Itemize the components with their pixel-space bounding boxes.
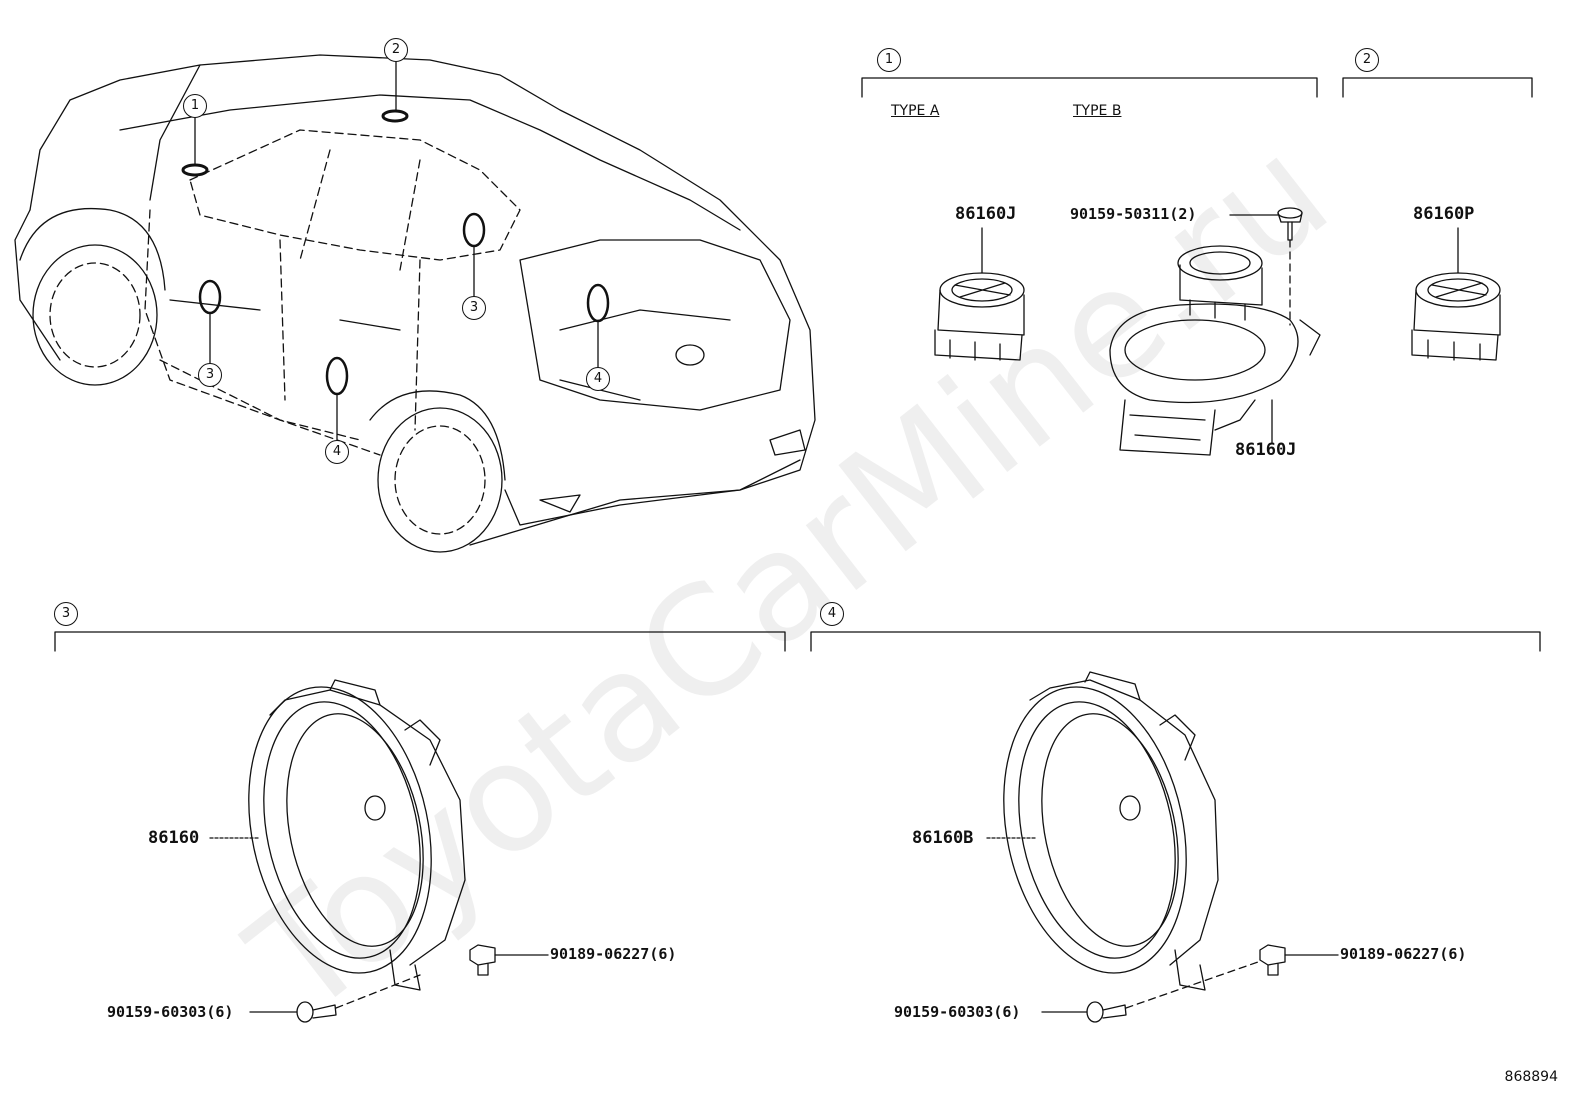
section-callout-2: 2 (1355, 48, 1379, 72)
tweeter-type-b-drawing (1109, 207, 1321, 456)
section-brackets (54, 77, 1541, 652)
part-number-tweeter-type-a: 86160J (955, 204, 1017, 224)
part-number-tweeter-bolt: 90159-50311(2) (1070, 205, 1197, 223)
vehicle-callout-3b: 3 (198, 363, 222, 387)
section-callout-1: 1 (877, 48, 901, 72)
type-a-label: TYPE A (891, 103, 940, 119)
vehicle-callout-4b: 4 (586, 367, 610, 391)
vehicle-illustration (14, 54, 816, 553)
tweeter-rear-drawing (1411, 227, 1501, 361)
section-callout-4: 4 (820, 602, 844, 626)
diagram-reference-number: 868894 (1504, 1069, 1558, 1085)
part-number-rear-screw: 90159-60303(6) (894, 1003, 1021, 1021)
rear-speaker-drawing (986, 671, 1339, 1023)
vehicle-callout-1: 1 (183, 94, 207, 118)
part-number-tweeter-type-b: 86160J (1235, 440, 1297, 460)
part-number-rear-nut: 90189-06227(6) (1340, 945, 1467, 963)
front-speaker-drawing (209, 679, 549, 1023)
vehicle-callout-3a: 3 (462, 296, 486, 320)
part-number-front-speaker: 86160 (148, 828, 200, 848)
part-number-tweeter-rear: 86160P (1413, 204, 1475, 224)
section-callout-3: 3 (54, 602, 78, 626)
part-number-rear-speaker: 86160B (912, 828, 974, 848)
vehicle-callout-2: 2 (384, 38, 408, 62)
type-b-label: TYPE B (1073, 103, 1122, 119)
part-number-front-screw: 90159-60303(6) (107, 1003, 234, 1021)
tweeter-type-a-drawing (934, 227, 1025, 361)
vehicle-callout-4a: 4 (325, 440, 349, 464)
part-number-front-nut: 90189-06227(6) (550, 945, 677, 963)
